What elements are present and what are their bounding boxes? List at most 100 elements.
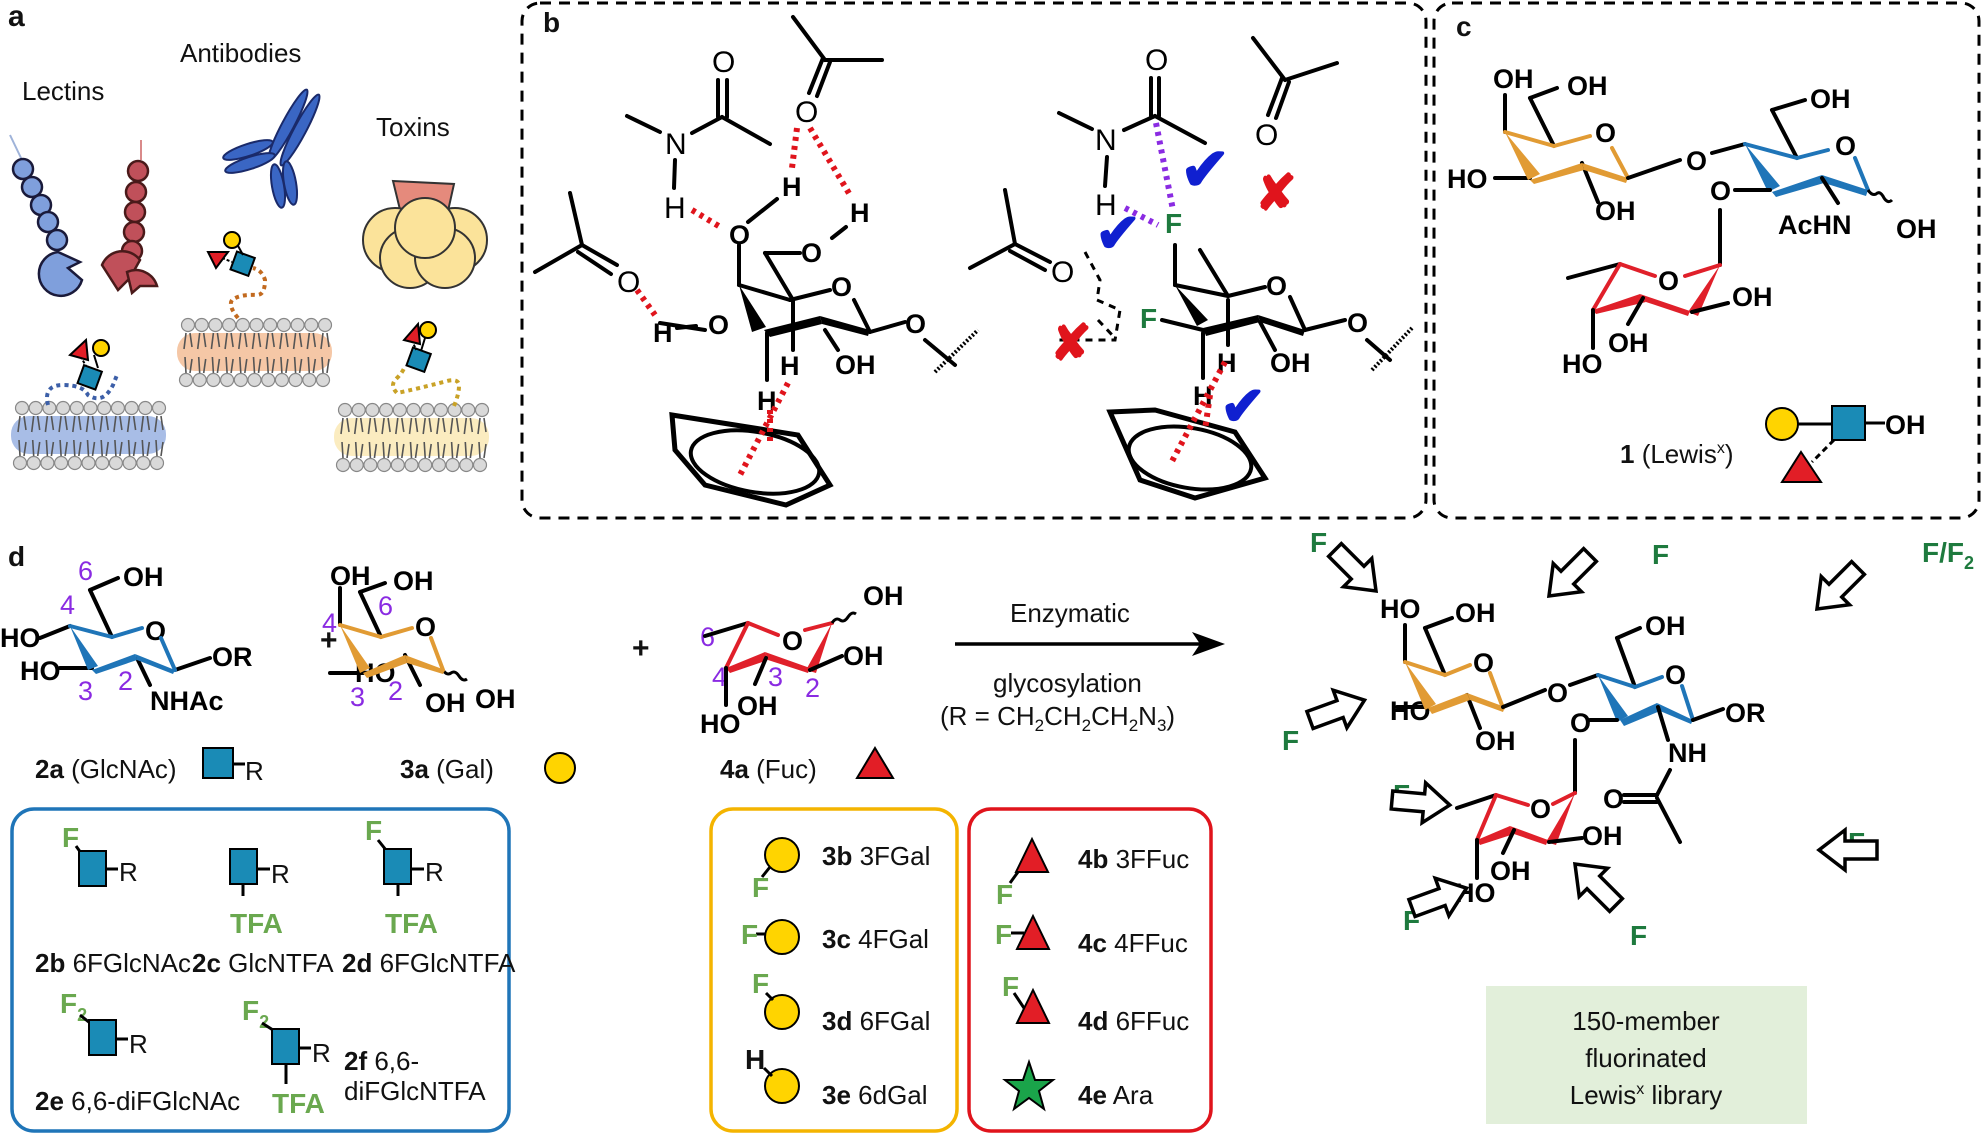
galactose-label: 3a (Gal) <box>400 754 494 784</box>
panel-c-label: c <box>1456 11 1472 42</box>
svg-text:OH: OH <box>1885 410 1926 440</box>
panel-a-label: a <box>8 0 25 33</box>
svg-text:fluorinated: fluorinated <box>1585 1043 1706 1073</box>
svg-text:3: 3 <box>350 682 365 712</box>
svg-text:O: O <box>782 626 803 656</box>
svg-text:O: O <box>1547 678 1568 708</box>
svg-text:R: R <box>245 756 264 786</box>
svg-text:F2: F2 <box>60 988 87 1025</box>
svg-text:HO: HO <box>1447 164 1488 194</box>
svg-text:O: O <box>415 612 436 642</box>
fucose-triangle-icon <box>1014 836 1050 873</box>
lewisx-structure: OH OH HO O OH O OH O <box>1447 64 1937 379</box>
svg-text:F2: F2 <box>242 995 269 1032</box>
svg-text:H: H <box>780 351 800 381</box>
svg-text:HO: HO <box>20 656 61 686</box>
svg-text:4: 4 <box>322 608 337 638</box>
analog-2b-label: 2b 6FGlcNAc <box>35 948 191 978</box>
glcnac-square-icon <box>202 747 234 779</box>
svg-text:O: O <box>729 220 750 250</box>
svg-text:OH: OH <box>1455 598 1496 628</box>
svg-text:NH: NH <box>1668 738 1707 768</box>
svg-text:OH: OH <box>1493 64 1534 94</box>
svg-text:NHAc: NHAc <box>150 686 224 716</box>
svg-text:TFA: TFA <box>385 908 438 939</box>
glcnac-square-icon <box>229 848 258 885</box>
svg-text:F: F <box>1165 208 1182 239</box>
plus-sign: + <box>632 632 650 665</box>
antibodies-label: Antibodies <box>180 38 301 68</box>
arabinose-star-icon <box>1002 1058 1056 1112</box>
fluorine-site-label: F/F2 <box>1922 537 1974 573</box>
svg-text:O: O <box>831 272 852 302</box>
glycan-lewisx-icon <box>45 337 119 406</box>
svg-text:H: H <box>1193 381 1213 411</box>
svg-text:AcHN: AcHN <box>1778 210 1852 240</box>
glcnac-label: 2a (GlcNAc) <box>35 754 177 784</box>
svg-text:OH: OH <box>1732 282 1773 312</box>
check-icon: ✔ <box>1180 136 1230 203</box>
galactose-structure: OH OH 6 4 HO 3 2 O OH OH <box>322 561 516 718</box>
svg-text:OH: OH <box>475 684 516 714</box>
panel-d-label: d <box>8 541 25 572</box>
hollow-arrow-icon <box>1546 546 1599 599</box>
fucose-triangle-icon <box>1780 450 1823 483</box>
svg-text:O: O <box>1051 256 1074 289</box>
galactose-circle-icon <box>544 752 576 784</box>
svg-text:OH: OH <box>1896 214 1937 244</box>
analog-2e-label: 2e 6,6-diFGlcNAc <box>35 1086 240 1116</box>
lectins-label: Lectins <box>22 76 104 106</box>
svg-text:O: O <box>1530 794 1551 824</box>
svg-text:OH: OH <box>1810 84 1851 114</box>
fluorine-site-label: F <box>1652 539 1669 570</box>
svg-text:O: O <box>1665 660 1686 690</box>
svg-text:R: R <box>119 857 138 887</box>
svg-text:2: 2 <box>118 666 133 696</box>
fluorinated-lewisx-product: HO OH HO O OH O OH O OR NH <box>1282 527 1974 951</box>
lectin-blue-icon <box>9 134 84 297</box>
galactose-circle-icon <box>764 994 800 1030</box>
svg-text:OH: OH <box>1567 71 1608 101</box>
svg-text:F: F <box>995 919 1012 950</box>
svg-text:OH: OH <box>330 561 371 591</box>
analog-4e-label: 4e Ara <box>1078 1080 1154 1110</box>
svg-text:N: N <box>665 128 687 161</box>
svg-text:TFA: TFA <box>272 1088 325 1119</box>
fucose-triangle-icon <box>1015 987 1051 1024</box>
glcnac-square-icon <box>383 848 412 885</box>
svg-text:OH: OH <box>1595 196 1636 226</box>
svg-text:F: F <box>741 919 758 950</box>
analog-4c-label: 4c 4FFuc <box>1078 928 1188 958</box>
hollow-arrow-icon <box>1406 875 1470 920</box>
svg-text:HO: HO <box>1380 594 1421 624</box>
svg-text:H: H <box>1095 189 1117 222</box>
svg-text:diFGlcNTFA: diFGlcNTFA <box>344 1076 486 1106</box>
svg-text:F: F <box>996 879 1013 910</box>
svg-text:OR: OR <box>1725 698 1766 728</box>
check-icon: ✔ <box>1220 375 1266 437</box>
panel-c: c OH OH HO O OH O OH O <box>1432 1 1981 520</box>
glcnac-square-icon <box>1831 405 1866 441</box>
fucose-structure: 6 4 3 2 O OH OH OH HO <box>700 581 904 739</box>
svg-text:H: H <box>653 318 673 348</box>
svg-text:OH: OH <box>1582 821 1623 851</box>
arrow-label-glycosylation: glycosylation <box>993 668 1142 698</box>
svg-text:HO: HO <box>0 623 41 653</box>
fluorine-site-label: F <box>1282 725 1299 756</box>
cross-icon: ✘ <box>1255 165 1297 221</box>
svg-text:H: H <box>782 172 802 202</box>
svg-text:O: O <box>1266 271 1287 301</box>
analog-3d-label: 3d 6FGal <box>822 1006 930 1036</box>
svg-text:O: O <box>1686 146 1707 176</box>
svg-text:R: R <box>312 1038 331 1068</box>
hollow-arrow-icon <box>1389 779 1453 827</box>
glcnac-square-icon <box>271 1028 300 1065</box>
glcnac-square-icon <box>88 1019 117 1056</box>
toxin-icon <box>362 179 488 289</box>
panel-b: b O N H O O O <box>520 1 1428 520</box>
svg-text:4: 4 <box>60 590 75 620</box>
glycan-lewisx-icon <box>391 321 462 407</box>
svg-text:O: O <box>708 310 729 340</box>
hollow-arrow-icon <box>1326 541 1379 594</box>
svg-text:F: F <box>752 872 769 903</box>
